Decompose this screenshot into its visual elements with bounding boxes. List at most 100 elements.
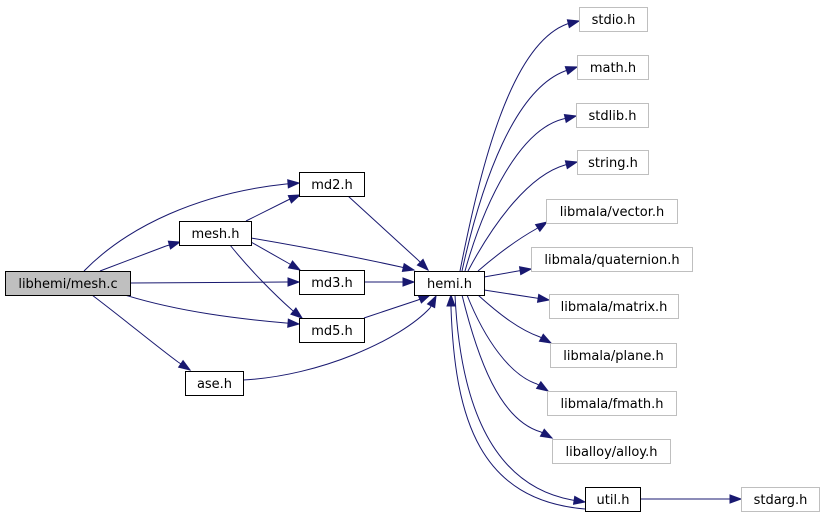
node-matrix-h: libmala/matrix.h — [549, 294, 679, 319]
node-hemi-h[interactable]: hemi.h — [414, 271, 485, 296]
edge-md2-h-to-hemi-h — [347, 195, 430, 272]
node-label: libmala/vector.h — [560, 205, 664, 220]
edge-hemi-h-to-stdlib-h — [464, 113, 578, 272]
edge-line — [242, 307, 431, 381]
edge-connector — [287, 194, 301, 201]
node-box — [579, 7, 648, 32]
edge-hemi-h-to-string-h — [467, 160, 579, 272]
edge-util-h-to-hemi-h — [446, 293, 586, 510]
edge-line — [454, 294, 573, 501]
edge-mesh-c-to-ase-h — [91, 294, 192, 371]
edge-hemi-h-to-stdio-h — [459, 19, 581, 272]
edge-line — [467, 164, 566, 272]
edge-line — [483, 289, 537, 299]
node-math-h: math.h — [577, 55, 649, 80]
edge-mesh-c-to-mesh-h — [99, 240, 182, 272]
edge-connector — [564, 66, 578, 72]
edge-line — [461, 294, 542, 433]
node-label: libmala/matrix.h — [561, 300, 668, 315]
edge-mesh-h-to-hemi-h — [250, 237, 416, 273]
edge-line — [245, 199, 289, 222]
node-box — [552, 439, 671, 464]
node-ase-h[interactable]: ase.h — [185, 371, 244, 396]
node-box — [577, 150, 649, 175]
node-box — [179, 221, 252, 246]
edge-connector — [285, 182, 300, 185]
node-alloy-h: liballoy/alloy.h — [552, 439, 671, 464]
edge-connector — [536, 383, 549, 392]
node-label: math.h — [590, 61, 636, 76]
node-util-h[interactable]: util.h — [585, 487, 641, 512]
node-box — [299, 318, 365, 343]
node-label: hemi.h — [427, 277, 472, 292]
edge-connector — [165, 241, 181, 247]
edge-hemi-h-to-vector-h — [477, 221, 549, 272]
node-box — [577, 55, 649, 80]
node-md5-h[interactable]: md5.h — [299, 318, 365, 343]
edge-line — [483, 270, 519, 278]
node-box — [547, 391, 677, 416]
node-label: md2.h — [311, 178, 353, 193]
edge-mesh-h-to-md3-h — [250, 241, 302, 271]
edge-connector — [517, 268, 532, 272]
edge-hemi-h-to-alloy-h — [461, 294, 554, 439]
node-md3-h[interactable]: md3.h — [299, 270, 365, 295]
edges-layer — [83, 19, 743, 510]
node-box — [299, 270, 365, 295]
node-box — [531, 247, 693, 272]
edge-hemi-h-to-quaternion-h — [483, 266, 533, 278]
node-label: stdarg.h — [754, 493, 808, 508]
node-box — [549, 294, 679, 319]
edge-mesh-c-to-md3-h — [129, 277, 301, 287]
node-label: mesh.h — [191, 227, 239, 242]
node-box — [414, 271, 485, 296]
node-mesh-c[interactable]: libhemi/mesh.c — [5, 271, 131, 296]
edge-line — [99, 245, 167, 272]
edge-connector — [400, 266, 415, 271]
node-md2-h[interactable]: md2.h — [299, 172, 365, 197]
edge-line — [466, 294, 538, 385]
edge-line — [459, 23, 568, 272]
edge-connector — [287, 262, 301, 271]
edge-md3-h-to-hemi-h — [364, 277, 416, 287]
edge-md5-h-to-hemi-h — [363, 294, 432, 319]
edge-connector — [417, 259, 429, 271]
edge-connector — [535, 221, 548, 230]
node-vector-h: libmala/vector.h — [546, 199, 678, 224]
edge-ase-h-to-hemi-h — [242, 294, 437, 381]
edge-line — [124, 294, 287, 324]
edge-mesh-c-to-md2-h — [83, 179, 301, 272]
node-label: libmala/fmath.h — [561, 397, 664, 412]
edge-connector — [539, 336, 552, 344]
node-stdarg-h: stdarg.h — [741, 487, 820, 512]
edge-hemi-h-to-util-h — [454, 294, 587, 505]
nodes-layer: libhemi/mesh.c mesh.h md2.h md3.h md5.h ase.h… — [5, 7, 820, 512]
node-label: md3.h — [311, 276, 353, 291]
node-label: stdlib.h — [589, 109, 637, 124]
node-quaternion-h: libmala/quaternion.h — [531, 247, 693, 272]
node-label: libmala/quaternion.h — [544, 253, 679, 268]
node-box — [5, 271, 131, 296]
node-box — [299, 172, 365, 197]
edge-hemi-h-to-plane-h — [477, 294, 553, 344]
edge-line — [250, 241, 289, 264]
edge-line — [461, 70, 566, 272]
node-label: libhemi/mesh.c — [18, 277, 117, 292]
edge-connector — [566, 20, 580, 25]
edge-connector — [177, 361, 191, 371]
edge-mesh-h-to-md5-h — [229, 244, 304, 319]
edge-line — [250, 237, 402, 268]
node-box — [741, 487, 820, 512]
node-box — [585, 487, 641, 512]
edge-line — [229, 244, 293, 311]
node-box — [185, 371, 244, 396]
edge-line — [464, 118, 564, 272]
edge-connector — [571, 499, 586, 503]
node-label: liballoy/alloy.h — [565, 445, 657, 460]
node-label: libmala/plane.h — [563, 349, 664, 364]
node-string-h: string.h — [577, 150, 649, 175]
node-mesh-h[interactable]: mesh.h — [179, 221, 252, 246]
edge-hemi-h-to-math-h — [461, 66, 579, 272]
node-label: ase.h — [197, 377, 232, 392]
